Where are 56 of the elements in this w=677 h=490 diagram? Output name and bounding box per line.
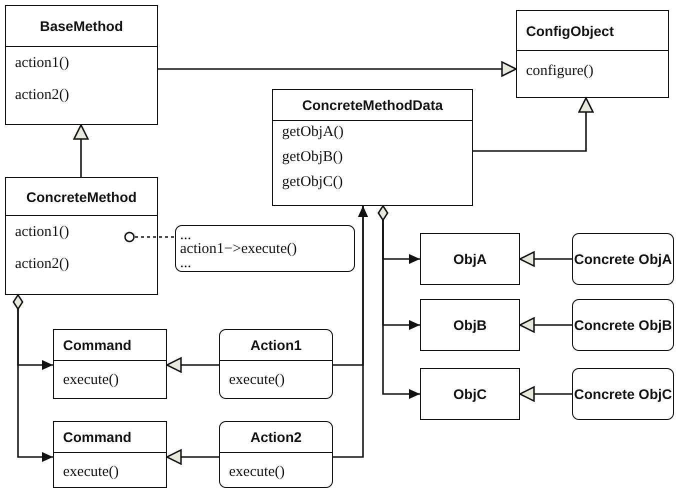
class-box	[5, 5, 158, 125]
method-name: getObjB()	[282, 149, 343, 166]
class-box	[572, 368, 674, 420]
method-name: getObjA()	[282, 124, 344, 141]
inheritance-arrow	[73, 124, 89, 177]
inheritance-arrow	[166, 449, 219, 465]
association-arrow	[378, 205, 420, 399]
note-text: ...	[180, 228, 192, 242]
class-name: Command	[63, 337, 132, 353]
inheritance-arrow	[519, 251, 572, 267]
class-box	[572, 233, 674, 285]
class-name: Concrete ObjA	[574, 250, 672, 269]
method-name: getObjC()	[282, 174, 343, 191]
class-name: Action1	[250, 337, 302, 353]
inheritance-arrow	[519, 317, 572, 333]
class-name: ConfigObject	[526, 22, 614, 38]
class-name: Command	[63, 429, 132, 445]
note-text: ...	[180, 256, 192, 270]
method-name: configure()	[526, 63, 594, 80]
class-name: ConcreteMethod	[26, 188, 137, 204]
class-name: Concrete ObjC	[574, 385, 672, 404]
class-box	[420, 368, 520, 420]
inheritance-arrow	[158, 61, 517, 77]
method-name: execute()	[229, 464, 285, 481]
note-box	[175, 225, 355, 272]
method-name: action1()	[15, 55, 70, 72]
class-box	[5, 177, 158, 295]
note-text: action1−>execute()	[180, 242, 298, 256]
method-name: action2()	[15, 87, 70, 104]
class-name: ObjC	[453, 385, 487, 404]
class-name: BaseMethod	[40, 18, 124, 34]
class-box	[53, 329, 167, 399]
class-box	[219, 329, 333, 399]
class-box	[420, 233, 520, 285]
inheritance-arrow	[519, 386, 572, 402]
class-box	[572, 299, 674, 351]
note-link	[124, 232, 175, 242]
method-name: execute()	[229, 372, 285, 389]
class-box	[272, 89, 473, 206]
method-name: action2()	[15, 256, 70, 273]
association-arrow	[333, 206, 368, 458]
inheritance-arrow	[473, 97, 594, 152]
class-box	[53, 421, 167, 488]
method-name: execute()	[63, 464, 119, 481]
association-arrow	[12, 294, 53, 462]
class-box	[516, 10, 669, 98]
class-name: ConcreteMethodData	[302, 97, 443, 113]
class-box	[420, 299, 520, 351]
class-name: ObjB	[453, 316, 487, 335]
class-box	[219, 421, 333, 488]
class-name: Concrete ObjB	[574, 316, 672, 335]
method-name: execute()	[63, 372, 119, 389]
class-name: ObjA	[453, 250, 487, 269]
class-name: Action2	[250, 429, 302, 445]
inheritance-arrow	[166, 357, 219, 373]
method-name: action1()	[15, 224, 70, 241]
